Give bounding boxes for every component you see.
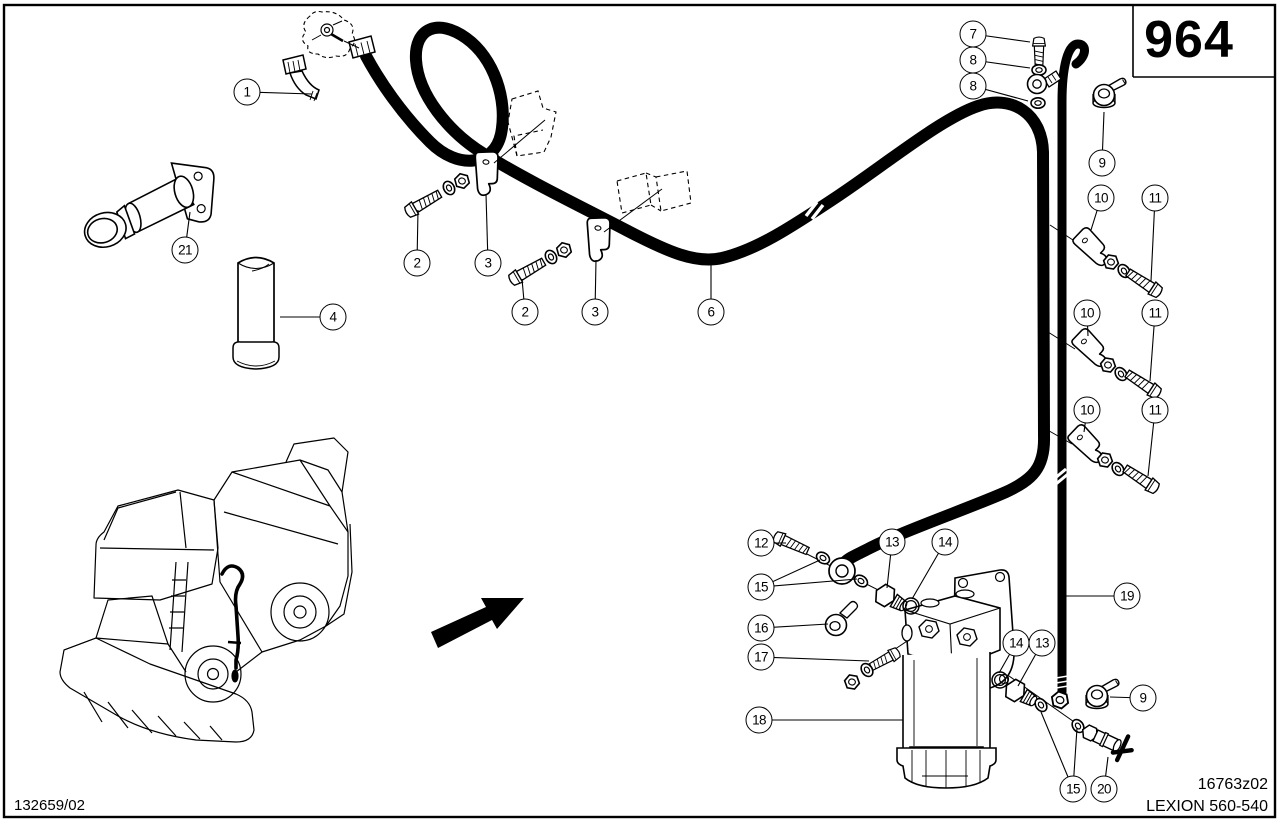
callout-8[interactable]: 8 — [959, 72, 987, 100]
callout-11[interactable]: 11 — [1141, 299, 1169, 327]
drawing-number: 16763z02 — [1197, 776, 1268, 793]
filter-bowl-18 — [896, 652, 997, 789]
page-border — [2, 3, 1277, 819]
callout-19[interactable]: 19 — [1113, 582, 1141, 610]
callout-11[interactable]: 11 — [1141, 396, 1169, 424]
callout-9[interactable]: 9 — [1129, 684, 1157, 712]
callout-4[interactable]: 4 — [319, 303, 347, 331]
vent-fitting-16 — [824, 600, 859, 637]
callout-6[interactable]: 6 — [697, 298, 725, 326]
callout-13[interactable]: 13 — [878, 528, 906, 556]
engine-port-fitting — [311, 20, 360, 49]
callout-7[interactable]: 7 — [959, 20, 987, 48]
callout-10[interactable]: 10 — [1087, 184, 1115, 212]
fuel-hose-6 — [360, 21, 1051, 568]
callout-3[interactable]: 3 — [474, 249, 502, 277]
callout-18[interactable]: 18 — [745, 706, 773, 734]
callout-1[interactable]: 1 — [233, 78, 261, 106]
model-label: LEXION 560-540 — [1146, 798, 1268, 815]
direction-arrow — [431, 598, 524, 648]
page-number: 964 — [1144, 11, 1234, 69]
mount-bracket-dashed-1 — [507, 90, 557, 157]
callout-12[interactable]: 12 — [747, 529, 775, 557]
callout-16[interactable]: 16 — [747, 614, 775, 642]
callout-10[interactable]: 10 — [1073, 396, 1101, 424]
callout-2[interactable]: 2 — [511, 298, 539, 326]
callout-14[interactable]: 14 — [931, 528, 959, 556]
callout-3[interactable]: 3 — [581, 298, 609, 326]
fuel-pipe-19 — [1043, 39, 1089, 697]
callout-10[interactable]: 10 — [1073, 299, 1101, 327]
elbow-fitting-1 — [282, 54, 320, 102]
callout-8[interactable]: 8 — [959, 46, 987, 74]
callout-17[interactable]: 17 — [747, 643, 775, 671]
doc-number: 132659/02 — [14, 797, 85, 814]
callout-15[interactable]: 15 — [747, 573, 775, 601]
filter-cartridge-4 — [232, 256, 280, 370]
combine-harvester-inset — [59, 437, 353, 743]
callout-21[interactable]: 21 — [171, 236, 199, 264]
callout-11[interactable]: 11 — [1141, 184, 1169, 212]
callout-9[interactable]: 9 — [1088, 149, 1116, 177]
hose-end-fitting — [348, 35, 376, 59]
callout-14[interactable]: 14 — [1002, 629, 1030, 657]
filter-head-18 — [901, 589, 1001, 669]
callout-20[interactable]: 20 — [1090, 775, 1118, 803]
mount-bracket-dashed-2 — [616, 170, 692, 214]
callout-2[interactable]: 2 — [403, 249, 431, 277]
primer-pump-21 — [83, 162, 215, 249]
hose-ring-fitting — [828, 557, 856, 585]
callout-15[interactable]: 15 — [1059, 775, 1087, 803]
drain-valve-20 — [1081, 724, 1134, 763]
engine-port-dashed-outline — [301, 10, 356, 59]
banjo-fitting — [1026, 70, 1062, 95]
callout-13[interactable]: 13 — [1028, 629, 1056, 657]
